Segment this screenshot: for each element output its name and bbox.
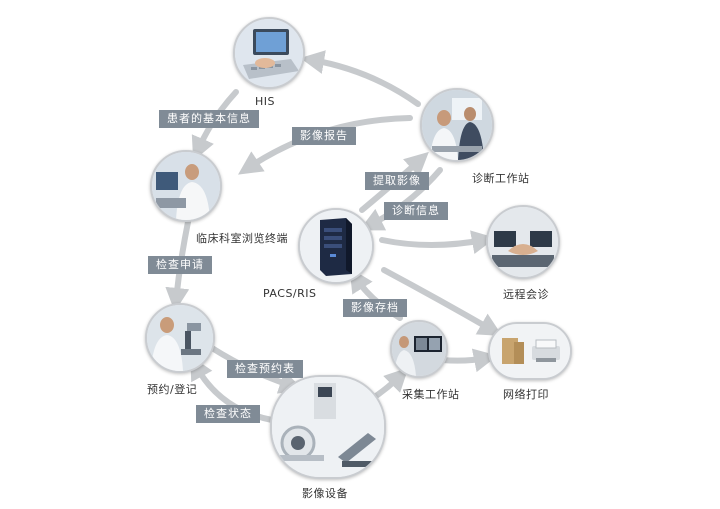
arrow-diagnosis-to-his [300, 50, 421, 107]
imaging-node [270, 375, 386, 479]
diagnosis-node [420, 88, 494, 162]
handshake-icon [488, 207, 558, 277]
diagnosis-label: 诊断工作站 [472, 172, 530, 185]
clinic-label: 临床科室浏览终端 [196, 232, 288, 245]
tag-image-store: 影像存档 [343, 299, 407, 317]
print-label: 网络打印 [503, 388, 549, 401]
acquisition-node [390, 320, 448, 378]
booking-node [145, 303, 215, 373]
imaging-equipment-icon [272, 377, 384, 477]
tag-exam-request: 检查申请 [148, 256, 212, 274]
booking-label: 预约/登记 [147, 383, 198, 396]
imaging-label: 影像设备 [302, 487, 348, 500]
arrow-acq-to-print [439, 348, 498, 373]
tag-exam-status: 检查状态 [196, 405, 260, 423]
clinician-at-workstation-icon [152, 152, 220, 220]
nurse-with-microscope-icon [147, 305, 213, 371]
tag-fetch-image: 提取影像 [365, 172, 429, 190]
acquisition-label: 采集工作站 [402, 388, 460, 401]
pacs-node [298, 208, 374, 284]
technician-at-monitors-icon [392, 322, 446, 376]
arrow-pacs-to-print [381, 267, 503, 336]
tag-booking-table: 检查预约表 [227, 360, 303, 378]
computer-keyboard-icon [235, 19, 303, 87]
tag-patient-info: 患者的基本信息 [159, 110, 259, 128]
tag-diag-info: 诊断信息 [384, 202, 448, 220]
pacs-label: PACS/RIS [263, 287, 317, 300]
arrow-diagnosis-to-pacs [359, 167, 443, 231]
arrow-imaging-to-booking [190, 355, 275, 423]
remote-label: 远程会诊 [503, 288, 549, 301]
print-node [488, 322, 572, 380]
his-label: HIS [255, 95, 275, 108]
clinic-node [150, 150, 222, 222]
arrow-pacs-to-remote [379, 230, 496, 254]
tag-image-report: 影像报告 [292, 127, 356, 145]
printer-and-paper-icon [490, 324, 570, 378]
server-tower-icon [300, 210, 372, 282]
doctors-reviewing-xray-icon [422, 90, 492, 160]
remote-node [486, 205, 560, 279]
his-node [233, 17, 305, 89]
